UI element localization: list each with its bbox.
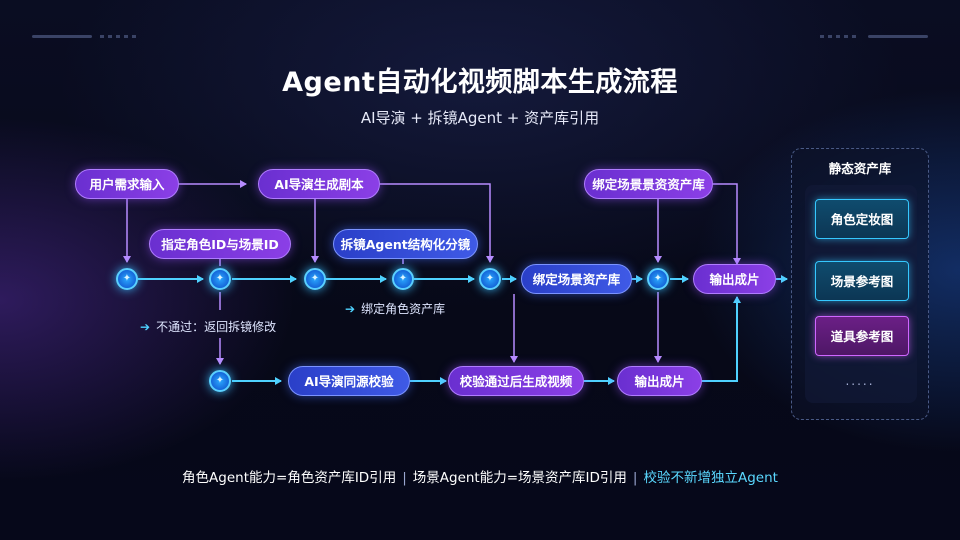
- footer-separator: |: [632, 470, 638, 486]
- node-bind-scene-assets-top: 绑定场景景资资产库: [584, 169, 713, 199]
- note-reject: ➔ 不通过：返回拆镜修改: [140, 318, 276, 335]
- node-output-top: 输出成片: [693, 264, 776, 294]
- decor-dots-right: [820, 35, 860, 38]
- note-bind-role-text: 绑定角色资产库: [361, 302, 446, 316]
- junction-6: ✦: [647, 268, 669, 290]
- junction-3: ✦: [304, 268, 326, 290]
- plus-icon: ✦: [653, 273, 663, 284]
- decor-line-right: [868, 35, 928, 38]
- decor-dots-left: [100, 35, 140, 38]
- junction-5: ✦: [479, 268, 501, 290]
- page-title: Agent自动化视频脚本生成流程: [282, 67, 678, 98]
- footer-separator: |: [402, 470, 407, 486]
- asset-role-makeup: 角色定妆图: [815, 199, 909, 239]
- plus-icon: ✦: [122, 273, 132, 284]
- asset-prop-reference: 道具参考图: [815, 316, 909, 356]
- asset-more: .....: [845, 374, 875, 388]
- footer-summary: 角色Agent能力=角色资产库ID引用 | 场景Agent能力=场景资产库ID引用 |…: [0, 466, 960, 486]
- plus-icon: ✦: [398, 273, 408, 284]
- node-storyboard-agent: 拆镜Agent结构化分镜: [333, 229, 478, 259]
- note-reject-text: 不通过：返回拆镜修改: [156, 320, 277, 334]
- node-bind-scene-assets: 绑定场景资产库: [521, 264, 632, 294]
- note-bind-role: ➔ 绑定角色资产库: [345, 300, 445, 317]
- junction-1: ✦: [116, 268, 138, 290]
- footer-role-agent: 角色Agent能力=角色资产库ID引用: [182, 470, 397, 486]
- footer-scene-agent: 场景Agent能力=场景资产库ID引用: [412, 470, 627, 486]
- asset-scene-reference: 场景参考图: [815, 261, 909, 301]
- node-verify-generate: 校验通过后生成视频: [448, 366, 584, 396]
- junction-7: ✦: [209, 370, 231, 392]
- node-ai-director-verify: AI导演同源校验: [288, 366, 410, 396]
- plus-icon: ✦: [485, 273, 495, 284]
- junction-2: ✦: [209, 268, 231, 290]
- node-user-input: 用户需求输入: [75, 169, 179, 199]
- node-ai-director-script: AI导演生成剧本: [258, 169, 380, 199]
- node-assign-ids: 指定角色ID与场景ID: [149, 229, 291, 259]
- junction-4: ✦: [392, 268, 414, 290]
- asset-panel-title: 静态资产库: [828, 161, 892, 176]
- node-output-bottom: 输出成片: [617, 366, 702, 396]
- plus-icon: ✦: [310, 273, 320, 284]
- decor-line-left: [32, 35, 92, 38]
- arrow-right-icon: ➔: [345, 302, 356, 316]
- arrow-right-icon: ➔: [140, 320, 151, 334]
- page-subtitle: AI导演 + 拆镜Agent + 资产库引用: [360, 109, 600, 127]
- footer-verify-note: 校验不新增独立Agent: [643, 470, 778, 486]
- plus-icon: ✦: [215, 273, 225, 284]
- plus-icon: ✦: [215, 375, 225, 386]
